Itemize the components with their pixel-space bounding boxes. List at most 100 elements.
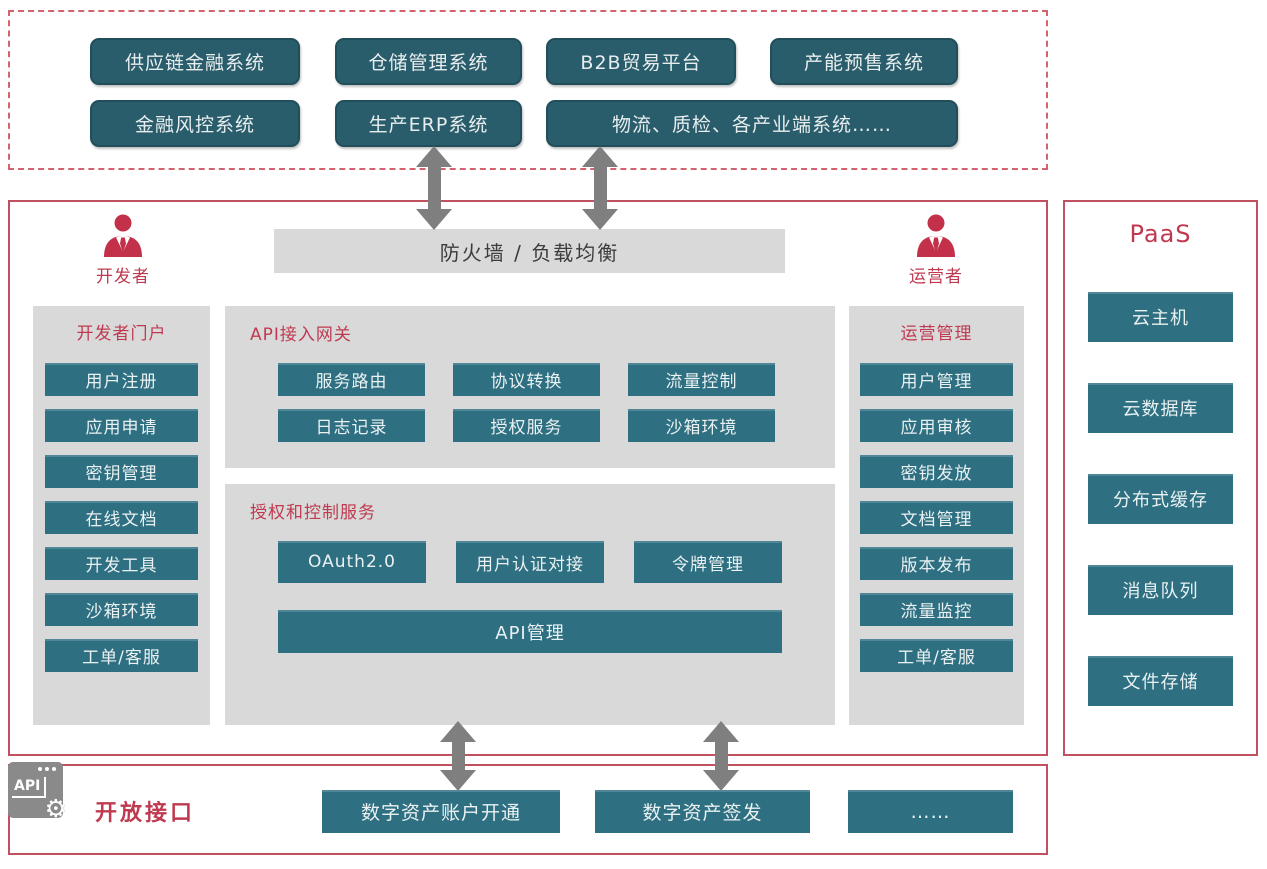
platform-section: 开发者 防火墙 / 负载均衡 运营者 开发者门户 用户注册 应用申请 密钥管理 … xyxy=(8,200,1048,756)
external-system-label: 物流、质检、各产业端系统…… xyxy=(611,114,892,136)
ops-item: 流量监控 xyxy=(860,593,1013,626)
external-system-box: 金融风控系统 xyxy=(90,100,300,147)
developer-portal-title: 开发者门户 xyxy=(76,324,167,344)
arrow-shaft xyxy=(714,742,728,770)
portal-item: 应用申请 xyxy=(45,409,198,442)
arrow-head-down xyxy=(582,209,618,230)
external-system-box: B2B贸易平台 xyxy=(546,38,736,85)
paas-item-label: 云数据库 xyxy=(1122,399,1199,420)
auth-item-label: 令牌管理 xyxy=(672,554,744,575)
portal-item: 用户注册 xyxy=(45,363,198,396)
portal-item: 沙箱环境 xyxy=(45,593,198,626)
paas-item-label: 文件存储 xyxy=(1122,672,1199,693)
portal-item: 工单/客服 xyxy=(45,639,198,672)
gateway-item: 协议转换 xyxy=(453,363,600,396)
arrow-head-down xyxy=(703,770,739,791)
ops-item-label: 流量监控 xyxy=(900,602,973,622)
arrow-head-down xyxy=(416,209,452,230)
arrow-head-up xyxy=(582,146,618,167)
paas-title: PaaS xyxy=(1129,220,1192,248)
portal-item: 密钥管理 xyxy=(45,455,198,488)
portal-item-label: 应用申请 xyxy=(85,418,158,438)
gateway-item-label: 流量控制 xyxy=(665,372,738,392)
gateway-item-label: 授权服务 xyxy=(490,418,563,438)
api-gateway-items: 服务路由 协议转换 流量控制 日志记录 授权服务 沙箱环境 xyxy=(278,363,775,442)
paas-item: 云数据库 xyxy=(1088,383,1233,433)
gateway-item: 沙箱环境 xyxy=(628,409,775,442)
auth-item-label: OAuth2.0 xyxy=(308,552,396,572)
api-window-icon: API ⚙ xyxy=(8,762,67,821)
developer-portal-panel: 开发者门户 用户注册 应用申请 密钥管理 在线文档 开发工具 沙箱环境 工单/客… xyxy=(33,306,210,725)
arrow-head-down xyxy=(440,770,476,791)
ops-item-label: 应用审核 xyxy=(900,418,973,438)
ops-item: 用户管理 xyxy=(860,363,1013,396)
arrow-head-up xyxy=(416,146,452,167)
window-dots-icon xyxy=(38,767,56,771)
portal-item: 在线文档 xyxy=(45,501,198,534)
external-system-box: 产能预售系统 xyxy=(770,38,958,85)
portal-item-label: 用户注册 xyxy=(85,372,158,392)
open-api-item-label: 数字资产签发 xyxy=(642,802,763,824)
ops-item-label: 用户管理 xyxy=(900,372,973,392)
gateway-item: 日志记录 xyxy=(278,409,425,442)
open-api-item: …… xyxy=(848,790,1013,833)
ops-item-label: 工单/客服 xyxy=(897,648,976,668)
paas-section: PaaS 云主机 云数据库 分布式缓存 消息队列 文件存储 xyxy=(1063,200,1258,756)
portal-item-label: 工单/客服 xyxy=(82,648,161,668)
gear-icon: ⚙ xyxy=(44,794,67,823)
api-icon-label: API xyxy=(12,777,47,798)
developer-persona: 开发者 xyxy=(92,212,154,287)
external-systems-section: 供应链金融系统 仓储管理系统 B2B贸易平台 产能预售系统 金融风控系统 生产E… xyxy=(8,10,1048,170)
ops-item-label: 密钥发放 xyxy=(900,464,973,484)
developer-label: 开发者 xyxy=(96,267,150,287)
paas-item-label: 消息队列 xyxy=(1122,581,1199,602)
open-api-item: 数字资产账户开通 xyxy=(322,790,560,833)
auth-item-label: 用户认证对接 xyxy=(476,554,584,575)
paas-item-label: 云主机 xyxy=(1132,308,1189,329)
firewall-label: 防火墙 / 负载均衡 xyxy=(439,240,620,265)
external-system-label: 仓储管理系统 xyxy=(368,52,489,74)
external-system-box: 仓储管理系统 xyxy=(335,38,522,85)
open-api-section: API ⚙ 开放接口 数字资产账户开通 数字资产签发 …… xyxy=(8,762,1048,855)
auth-control-items: OAuth2.0 用户认证对接 令牌管理 xyxy=(278,541,782,583)
external-system-label: 产能预售系统 xyxy=(803,52,924,74)
operation-mgmt-items: 用户管理 应用审核 密钥发放 文档管理 版本发布 流量监控 工单/客服 xyxy=(860,363,1013,672)
open-api-item: 数字资产签发 xyxy=(595,790,810,833)
paas-item: 消息队列 xyxy=(1088,565,1233,615)
auth-item: OAuth2.0 xyxy=(278,541,426,583)
auth-item: 令牌管理 xyxy=(634,541,782,583)
api-management-label: API管理 xyxy=(495,622,565,644)
portal-item: 开发工具 xyxy=(45,547,198,580)
gateway-item: 授权服务 xyxy=(453,409,600,442)
ops-item: 文档管理 xyxy=(860,501,1013,534)
operator-label: 运营者 xyxy=(909,267,963,287)
external-system-box: 物流、质检、各产业端系统…… xyxy=(546,100,958,147)
gateway-item-label: 协议转换 xyxy=(490,372,563,392)
firewall-load-balancer-bar: 防火墙 / 负载均衡 xyxy=(274,229,785,273)
ops-item: 应用审核 xyxy=(860,409,1013,442)
operator-icon xyxy=(917,214,955,257)
api-gateway-title: API接入网关 xyxy=(250,325,352,345)
gateway-item: 流量控制 xyxy=(628,363,775,396)
portal-item-label: 密钥管理 xyxy=(85,464,158,484)
auth-item: 用户认证对接 xyxy=(456,541,604,583)
paas-item: 文件存储 xyxy=(1088,656,1233,706)
arrow-shaft xyxy=(427,167,441,209)
portal-item-label: 开发工具 xyxy=(85,556,158,576)
ops-item: 工单/客服 xyxy=(860,639,1013,672)
gateway-item-label: 沙箱环境 xyxy=(665,418,738,438)
arrow-shaft xyxy=(593,167,607,209)
paas-item: 云主机 xyxy=(1088,292,1233,342)
open-api-item-label: …… xyxy=(910,800,951,823)
external-system-label: 供应链金融系统 xyxy=(124,52,265,74)
external-system-box: 供应链金融系统 xyxy=(90,38,300,85)
operation-mgmt-title: 运营管理 xyxy=(900,324,973,344)
auth-control-panel: 授权和控制服务 OAuth2.0 用户认证对接 令牌管理 API管理 xyxy=(225,484,835,725)
portal-item-label: 沙箱环境 xyxy=(85,602,158,622)
open-api-item-label: 数字资产账户开通 xyxy=(360,802,521,824)
paas-item-label: 分布式缓存 xyxy=(1113,490,1208,511)
operator-persona: 运营者 xyxy=(905,212,967,287)
developer-portal-items: 用户注册 应用申请 密钥管理 在线文档 开发工具 沙箱环境 工单/客服 xyxy=(45,363,198,672)
ops-item: 版本发布 xyxy=(860,547,1013,580)
